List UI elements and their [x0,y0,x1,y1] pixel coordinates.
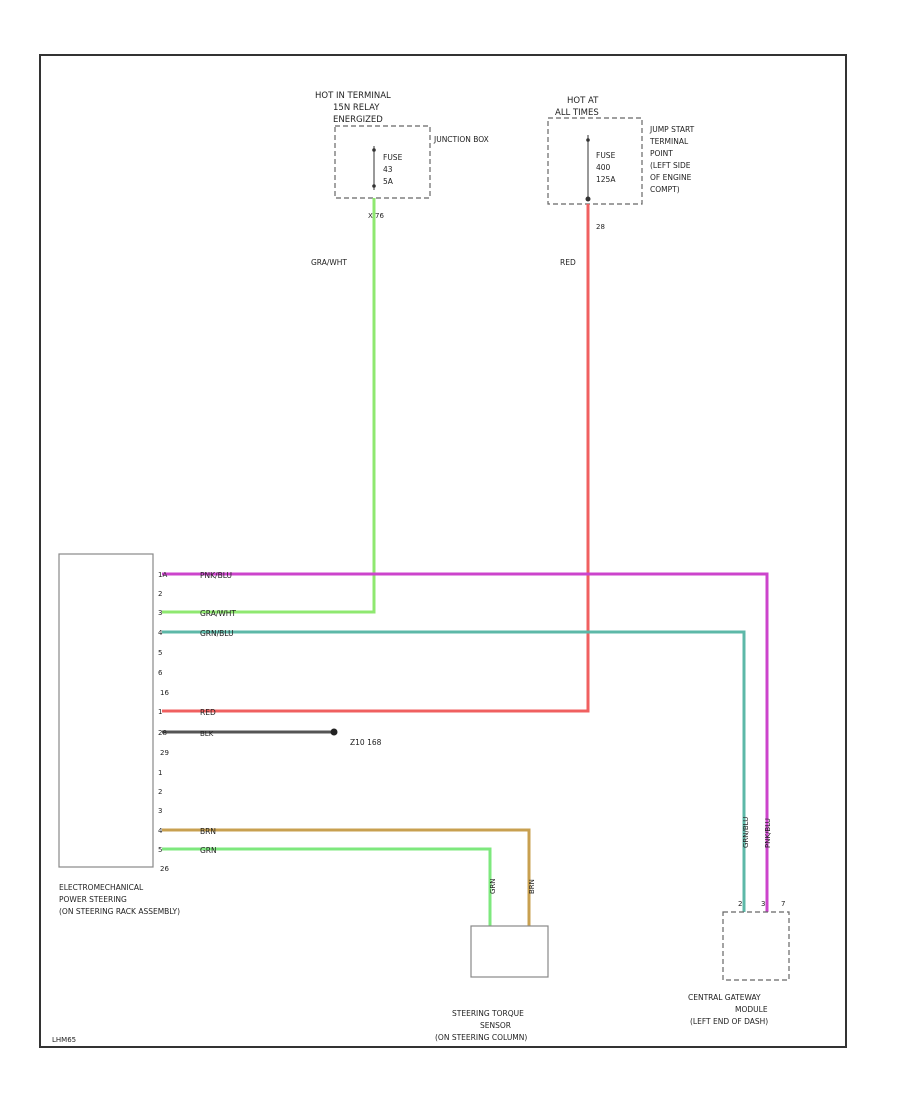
eps-pin: 1 [158,708,162,716]
eps-pin: 3 [158,609,162,617]
wire-grn [162,847,492,926]
torque-sensor-label-3: (ON STEERING COLUMN) [435,1033,527,1042]
fuse-43-number: 43 [383,165,393,174]
wire-grn-vert-label: GRN [489,878,497,894]
fuse-43-label: FUSE [383,153,403,162]
eps-module-pins: 1A 2 3 4 5 6 16 1 28 29 1 2 3 4 5 26 [158,571,169,873]
gateway-label-2: MODULE [735,1005,768,1014]
eps-pin: 29 [160,749,169,757]
hot-all-pin: 28 [596,223,605,231]
jump-start-outline [547,117,643,205]
wire-pnk-blu [162,572,769,912]
eps-module: 1A 2 3 4 5 6 16 1 28 29 1 2 3 4 5 26 ELE… [58,553,180,916]
hot-run-title-1: HOT IN TERMINAL [315,91,391,101]
eps-module-box [58,553,154,868]
wire-brn [162,828,531,926]
wire-grn-blu-vert-label: GRN/BLU [742,817,750,848]
wire-pnk-blu-vert-label: PNK/BLU [764,818,772,848]
wire-red [162,204,590,713]
fuse-400-rating: 125A [596,175,616,184]
wire-brn-label: BRN [200,827,216,836]
gateway-pin: 3 [761,900,765,908]
junction-box-label: JUNCTION BOX [433,135,489,144]
jump-start-loc-6: COMPT) [650,185,680,194]
gateway-pin: 7 [781,900,785,908]
jump-start-loc-3: POINT [650,149,673,158]
eps-pin: 3 [158,807,162,815]
torque-sensor-label-1: STEERING TORQUE [452,1009,524,1018]
fuse-400-terminal-top [586,138,590,142]
jump-start-loc-2: TERMINAL [649,137,689,146]
hot-all-title-1: HOT AT [567,96,599,106]
eps-pin: 5 [158,846,162,854]
jump-start-loc-4: (LEFT SIDE [650,161,691,170]
wire-red-label: RED [560,258,576,267]
gateway-module: 2 3 7 CENTRAL GATEWAY MODULE (LEFT END O… [688,900,790,1026]
junction-box-outline [334,125,431,199]
fuse-400-label: FUSE [596,151,616,160]
wire-gra-wht-label: GRA/WHT [311,258,347,267]
wire-ground-color: BLK [200,730,214,738]
fuse-43-rating: 5A [383,177,394,186]
ground-label: Z10 168 [350,738,382,747]
eps-pin: 4 [158,827,163,835]
torque-sensor-label-2: SENSOR [480,1021,511,1030]
fuse-400-terminal-bottom [585,196,591,202]
torque-sensor-box [470,925,549,978]
diagram-frame [39,54,847,1048]
jump-start-loc-1: JUMP START [649,125,695,134]
eps-module-label-3: (ON STEERING RACK ASSEMBLY) [59,907,180,916]
hot-all-title-2: ALL TIMES [555,108,599,118]
hot-run-pin: X 76 [368,212,384,220]
fuse-400-number: 400 [596,163,611,172]
wire-grn-blu [162,630,746,912]
gateway-pin: 2 [738,900,742,908]
wire-brn-vert-label: BRN [528,879,536,894]
hot-run-title-3: ENERGIZED [333,115,383,125]
wire-grn-blu-label: GRN/BLU [200,629,234,638]
hot-run-source: HOT IN TERMINAL 15N RELAY ENERGIZED JUNC… [315,91,489,220]
eps-pin: 1 [158,769,162,777]
fuse-43-terminal-bottom [372,184,376,188]
eps-pin: 5 [158,649,162,657]
wire-gra-wht-label-h: GRA/WHT [200,609,236,618]
jump-start-loc-5: OF ENGINE [650,173,692,182]
eps-pin: 4 [158,629,163,637]
ground-point [330,728,338,736]
eps-pin: 16 [160,689,169,697]
eps-pin: 26 [160,865,169,873]
wire-pnk-blu-label: PNK/BLU [200,571,232,580]
gateway-module-outline [722,911,790,981]
eps-pin: 2 [158,590,162,598]
wire-red-label-h: RED [200,708,216,717]
eps-pin: 6 [158,669,163,677]
diagram-code: LHM65 [52,1036,76,1044]
gateway-label-1: CENTRAL GATEWAY [688,993,761,1002]
fuse-43-terminal-top [372,148,376,152]
torque-sensor: STEERING TORQUE SENSOR (ON STEERING COLU… [435,925,549,1042]
hot-all-source: HOT AT ALL TIMES FUSE 400 125A JUMP STAR… [547,96,695,231]
wire-grn-label: GRN [200,846,217,855]
eps-module-label-1: ELECTROMECHANICAL [59,883,144,892]
wire-gra-wht [162,198,376,614]
eps-pin: 28 [158,729,167,737]
gateway-label-3: (LEFT END OF DASH) [690,1017,768,1026]
eps-module-label-2: POWER STEERING [59,895,127,904]
eps-pin: 1A [158,571,167,579]
hot-run-title-2: 15N RELAY [333,103,380,113]
eps-pin: 2 [158,788,162,796]
